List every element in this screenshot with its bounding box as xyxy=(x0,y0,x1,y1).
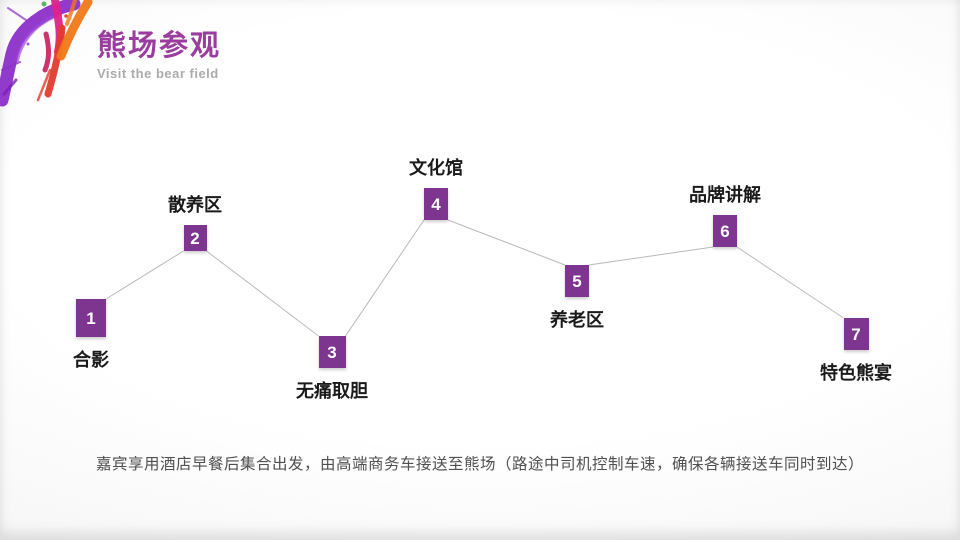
step-number: 4 xyxy=(431,194,441,214)
connector-line xyxy=(447,219,566,266)
step-node-7: 7 xyxy=(843,318,869,350)
step-node-2: 2 xyxy=(183,225,207,251)
step-label-5: 养老区 xyxy=(550,310,604,330)
footer-note: 嘉宾享用酒店早餐后集合出发，由高端商务车接送至熊场（路途中司机控制车速，确保各辆… xyxy=(95,456,864,473)
connector-line xyxy=(736,246,844,319)
connector-line xyxy=(206,250,319,337)
step-label-6: 品牌讲解 xyxy=(689,185,761,205)
connector-line xyxy=(345,219,425,337)
step-number: 1 xyxy=(86,308,96,328)
step-label-4: 文化馆 xyxy=(409,158,463,178)
slide-subtitle: Visit the bear field xyxy=(97,66,219,82)
step-node-4: 4 xyxy=(424,188,448,220)
paint-splash-decoration xyxy=(0,0,93,107)
step-label-1: 合影 xyxy=(73,350,109,370)
connector-line xyxy=(105,250,184,300)
step-number: 6 xyxy=(720,221,730,241)
slide-title: 熊场参观 xyxy=(97,30,222,62)
step-node-3: 3 xyxy=(318,336,346,368)
step-label-2: 散养区 xyxy=(168,195,222,215)
connector-line xyxy=(588,246,714,266)
step-number: 2 xyxy=(190,228,200,248)
step-number: 7 xyxy=(851,324,861,344)
slide-header: 熊场参观 Visit the bear field xyxy=(97,30,221,81)
step-node-1: 1 xyxy=(76,299,106,337)
step-label-3: 无痛取胆 xyxy=(296,381,368,401)
step-node-6: 6 xyxy=(713,215,737,247)
step-label-7: 特色熊宴 xyxy=(820,363,892,383)
step-number: 3 xyxy=(327,342,337,362)
step-node-5: 5 xyxy=(565,265,589,297)
step-number: 5 xyxy=(572,271,582,291)
